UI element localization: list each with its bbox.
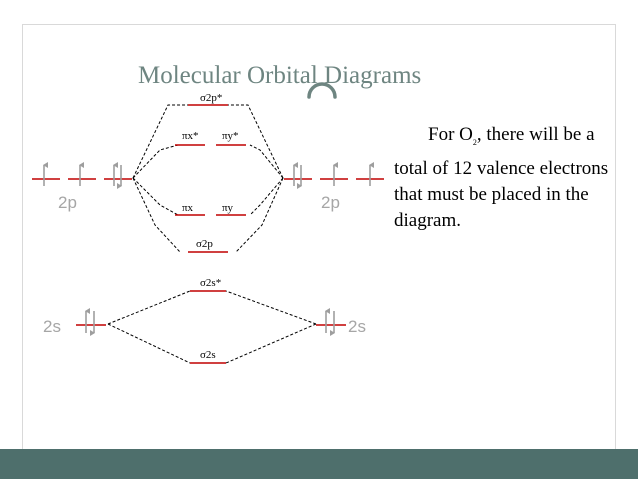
left-2p-electrons [43,162,122,189]
label-pi-x-star: πx* [182,130,199,142]
label-pi-y: πy [222,202,234,214]
label-right-2s: 2s [348,317,366,336]
slide-title: Molecular Orbital Diagrams [138,62,422,89]
corr-left-to-sigma2p-star [132,104,188,179]
corr-right-to-sigma2p-star [228,104,284,179]
right-2p-electrons [293,162,374,189]
2s-electrons [85,308,335,336]
corr-left-to-pi [132,177,179,216]
label-left-2p: 2p [58,193,77,212]
label-sigma2s: σ2s [200,349,216,361]
body-text: For O2, there will be a total of 12 vale… [394,122,619,234]
correlation-lines [107,104,317,364]
label-sigma2p-star: σ2p* [200,92,222,104]
corr-left-to-sigma2p [132,177,181,253]
label-right-2p: 2p [321,193,340,212]
corr-right-to-sigma2s-star [225,290,317,325]
corr-left-to-sigma2s-star [107,290,191,325]
corr-left-to-pistar [132,144,179,179]
corr-right-to-sigma2p [235,177,284,253]
label-pi-y-star: πy* [222,130,239,142]
label-sigma2p: σ2p [196,238,213,250]
label-pi-x: πx [182,202,194,214]
body-text-subscript: 2 [472,137,477,147]
corr-right-to-pi [249,177,284,216]
slide-footer-bar [0,449,638,479]
corr-left-to-sigma2s [107,323,191,364]
corr-right-to-pistar [249,144,284,179]
body-text-lead: For O [428,124,473,145]
title-ornament-icon [307,82,337,99]
body-text-rest: , there will be a total of 12 valence el… [394,124,609,231]
label-sigma2s-star: σ2s* [200,277,221,289]
mo-levels [175,104,246,364]
label-left-2s: 2s [43,317,61,336]
corr-right-to-sigma2s [225,323,317,364]
